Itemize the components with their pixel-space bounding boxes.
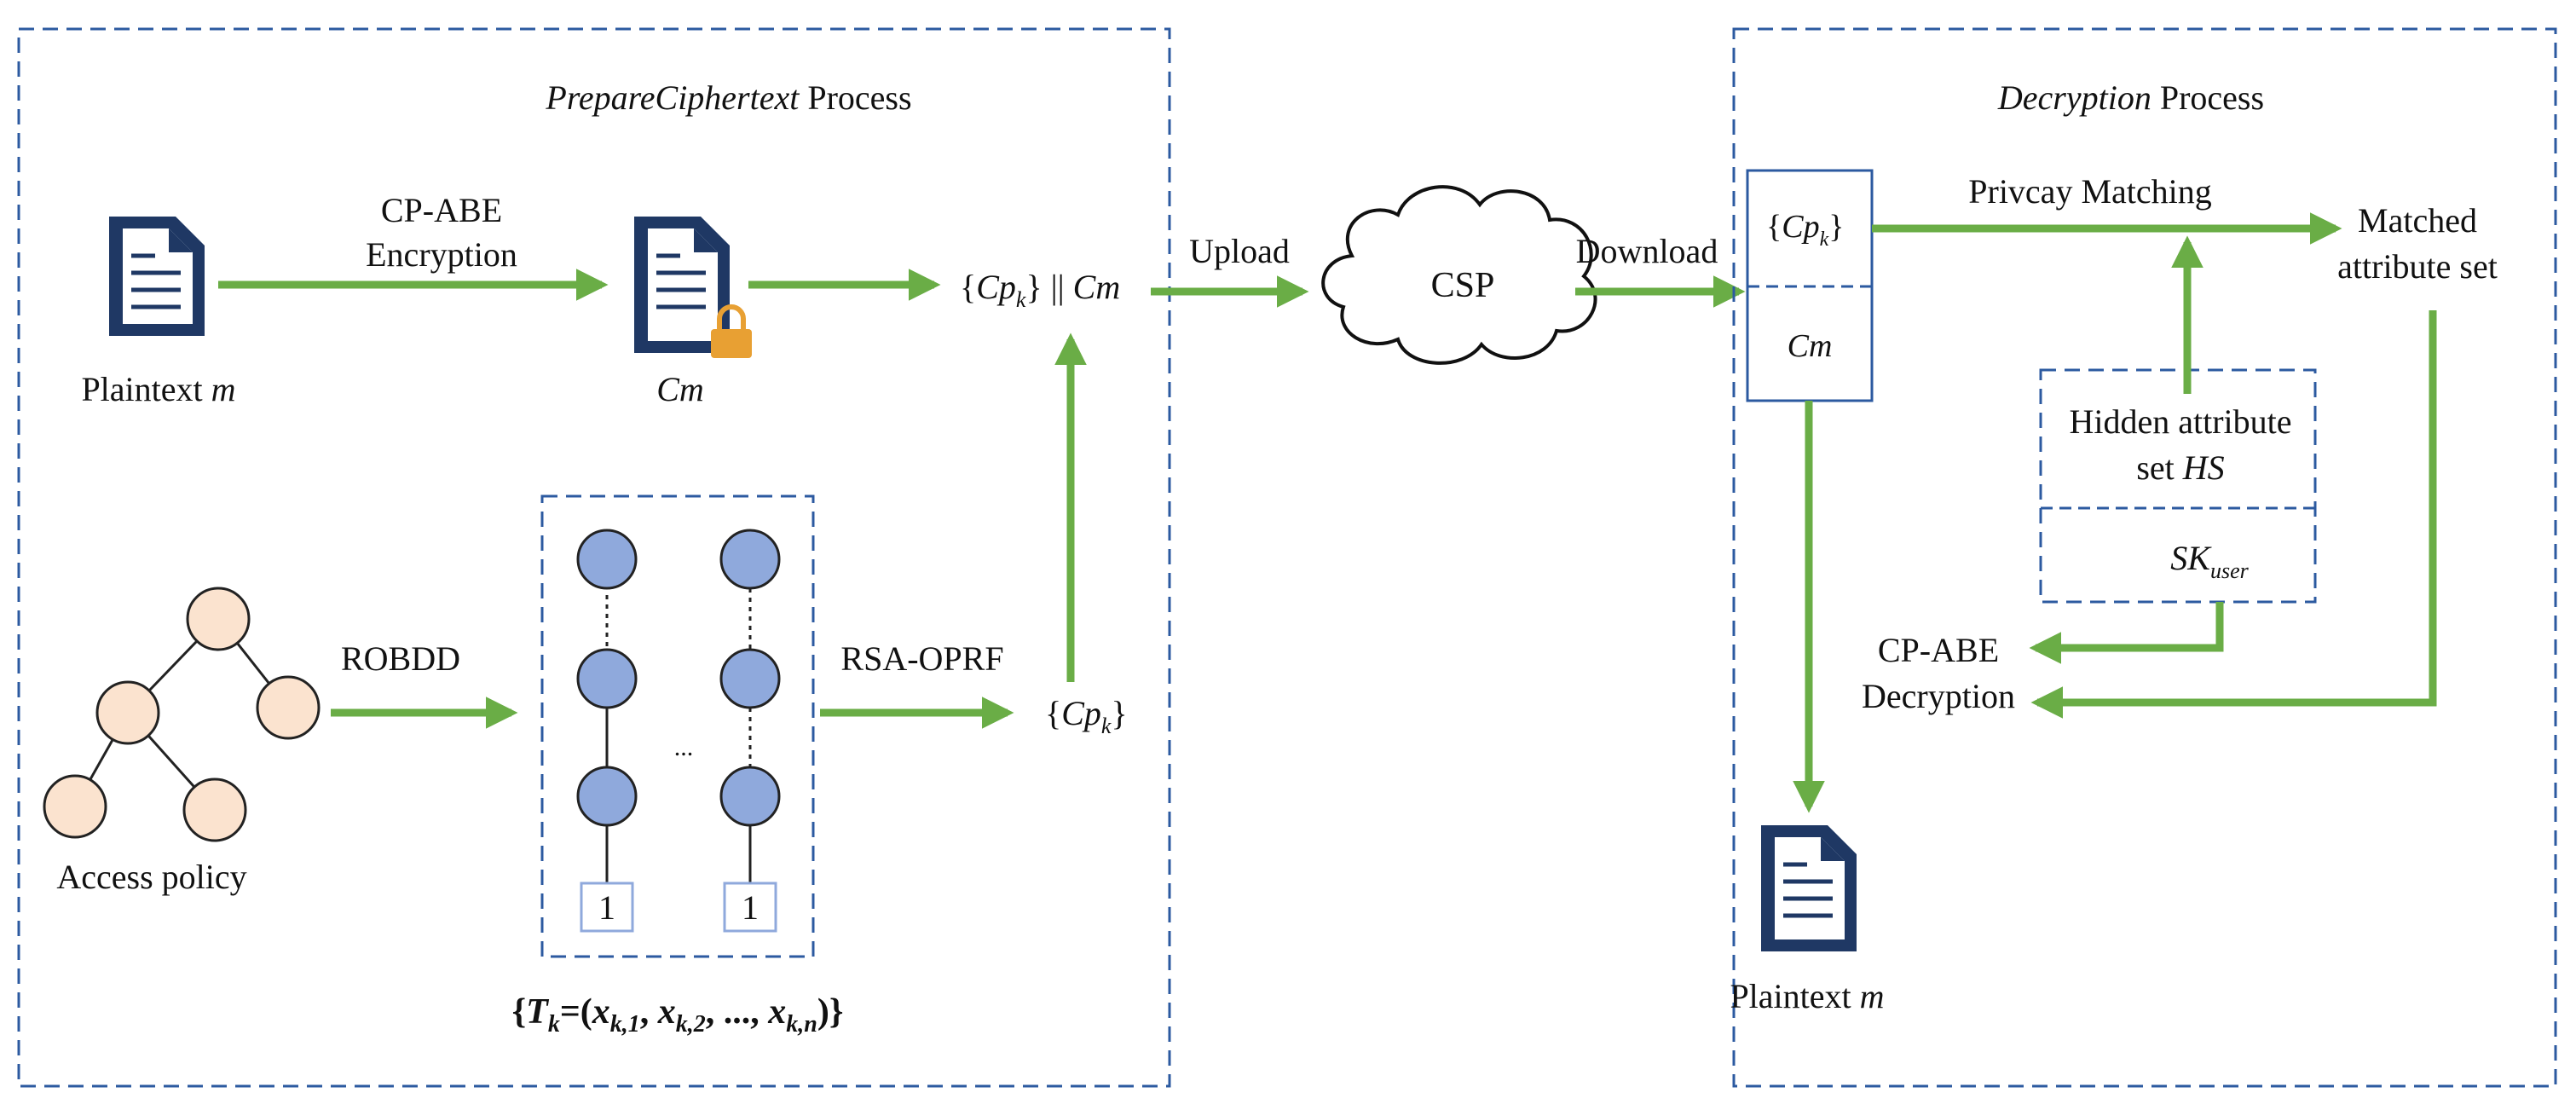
lock-icon — [711, 304, 752, 358]
decrypted-plaintext-label: Plaintext m — [1730, 977, 1884, 1015]
sk-to-decryption-arrow — [2029, 602, 2224, 664]
terminal-node-right: 1 — [742, 888, 759, 927]
tk-formula: {Tk=(xk,1, xk,2, ..., xk,n)} — [512, 992, 844, 1038]
rsa-oprf-label: RSA-OPRF — [840, 639, 1003, 678]
privacy-matching-label: Privcay Matching — [1968, 172, 2212, 211]
plaintext-label: Plaintext m — [81, 370, 235, 408]
access-policy-tree — [43, 587, 321, 842]
access-policy-label: Access policy — [56, 858, 246, 896]
robdd-chain-right — [719, 529, 781, 933]
cpk-label: {Cpk} — [1045, 694, 1128, 738]
hidden-label-1: Hidden attribute — [2069, 402, 2291, 441]
upload-label: Upload — [1189, 232, 1290, 270]
prepare-ciphertext-panel — [17, 27, 1171, 1088]
prepare-panel-title: PrepareCiphertext Process — [545, 78, 911, 117]
cpabe-decryption-label-1: CP-ABE — [1878, 631, 1999, 669]
download-label: Download — [1576, 232, 1718, 270]
downloaded-cm-label: Cm — [1788, 328, 1833, 364]
matched-to-decryption-arrow — [2030, 310, 2437, 719]
cpabe-decryption-label-2: Decryption — [1862, 677, 2015, 715]
plaintext-document-icon — [109, 217, 205, 336]
cm-label: Cm — [656, 370, 704, 408]
cpabe-encryption-label-1: CP-ABE — [381, 191, 502, 229]
ciphertext-document-icon — [634, 217, 730, 353]
cpabe-encryption-label-2: Encryption — [366, 235, 517, 274]
terminal-node-left: 1 — [598, 888, 615, 927]
matched-label-1: Matched — [2358, 201, 2477, 240]
robdd-chain-left — [576, 529, 638, 933]
matched-label-2: attribute set — [2337, 247, 2498, 286]
ciphertext-bundle-label: {Cpk} || Cm — [960, 268, 1120, 312]
sk-user-label: SKuser — [2170, 539, 2249, 583]
robdd-ellipsis: ... — [674, 733, 694, 761]
decryption-panel — [1732, 27, 2557, 1088]
hidden-attribute-box — [2039, 368, 2317, 604]
downloaded-cpk-label: {Cpk} — [1766, 209, 1845, 251]
decrypted-plaintext-document-icon — [1761, 825, 1857, 951]
csp-label: CSP — [1431, 266, 1495, 305]
robdd-label: ROBDD — [341, 639, 460, 678]
robdd-box — [540, 494, 815, 958]
decrypt-panel-title: Decryption Process — [1997, 78, 2264, 117]
hidden-label-2: set HS — [2136, 448, 2224, 487]
csp-cloud-icon — [1321, 185, 1597, 365]
